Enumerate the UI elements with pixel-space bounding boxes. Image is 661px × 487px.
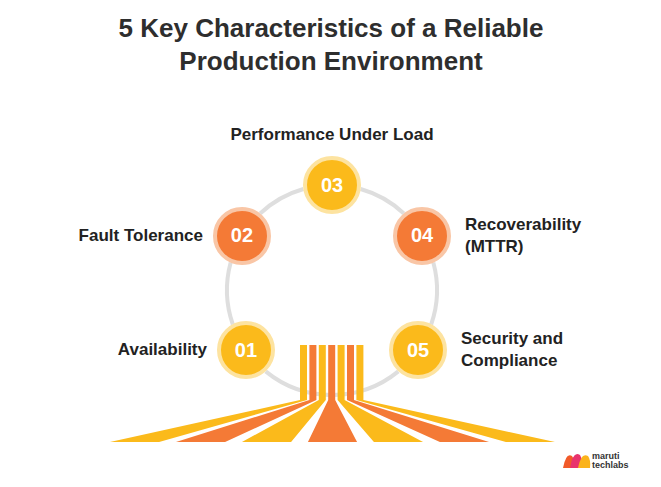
step-number: 05 bbox=[407, 339, 429, 362]
step-label: Fault Tolerance bbox=[79, 225, 203, 247]
step-label: Recoverability (MTTR) bbox=[465, 214, 595, 258]
step-number: 04 bbox=[411, 224, 433, 247]
step-circle: 01Availability bbox=[217, 321, 275, 379]
ring-connector bbox=[227, 263, 233, 325]
step-number: 02 bbox=[231, 224, 253, 247]
logo-icon bbox=[563, 454, 590, 468]
brand-logo-text: maruti techlabs bbox=[592, 452, 636, 470]
step-label: Availability bbox=[118, 339, 207, 361]
step-number: 01 bbox=[235, 339, 257, 362]
diagram-title: 5 Key Characteristics of a Reliable Prod… bbox=[86, 12, 576, 78]
step-number: 03 bbox=[321, 174, 343, 197]
step-circle: 04Recoverability (MTTR) bbox=[393, 207, 451, 265]
step-label: Performance Under Load bbox=[230, 124, 433, 146]
ring-connector bbox=[260, 189, 303, 213]
step-circle: 02Fault Tolerance bbox=[213, 207, 271, 265]
step-label: Security and Compliance bbox=[461, 328, 591, 372]
ring-connector bbox=[431, 263, 437, 325]
ring-connector bbox=[361, 189, 404, 213]
step-circle: 03Performance Under Load bbox=[303, 156, 361, 214]
logo-blob bbox=[578, 455, 590, 468]
step-circle: 05Security and Compliance bbox=[389, 321, 447, 379]
